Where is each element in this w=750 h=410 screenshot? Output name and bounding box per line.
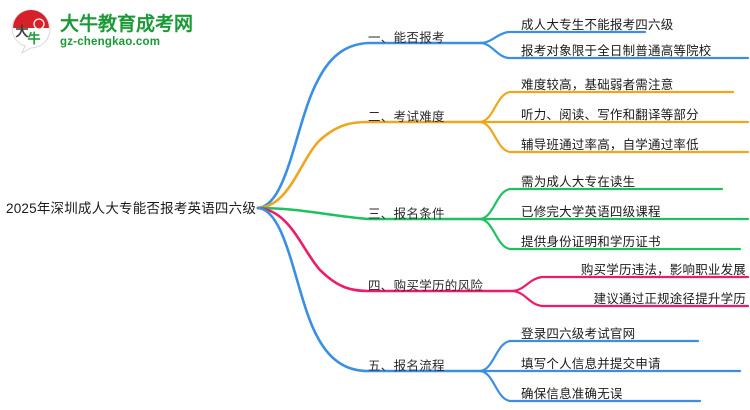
leaf-label-3-1[interactable]: 需为成人大专在读生 xyxy=(521,175,636,189)
branch-1-child-2-connector xyxy=(478,41,750,60)
logo-mark-icon: 大 牛 xyxy=(8,9,54,55)
branch-2-trunk xyxy=(256,120,482,210)
leaf-label-5-2[interactable]: 填写个人信息并提交申请 xyxy=(521,357,661,371)
branch-2-child-3-connector xyxy=(478,120,750,154)
central-topic[interactable]: 2025年深圳成人大专能否报考英语四六级 xyxy=(6,201,257,216)
logo-website: gz-chengkao.com xyxy=(60,36,161,49)
leaf-label-2-1[interactable]: 难度较高，基础弱者需注意 xyxy=(521,78,674,92)
branch-5-child-3-connector xyxy=(478,369,702,403)
branch-label-2[interactable]: 二、考试难度 xyxy=(368,110,445,124)
branch-3-trunk xyxy=(256,206,482,221)
logo-title: 大牛教育成考网 xyxy=(60,14,194,36)
leaf-label-3-2[interactable]: 已修完大学英语四级课程 xyxy=(521,205,661,219)
leaf-label-1-2[interactable]: 报考对象限于全日制普通高等院校 xyxy=(521,44,712,58)
branch-3-child-3-connector xyxy=(478,217,742,251)
branch-label-3[interactable]: 三、报名条件 xyxy=(368,207,445,221)
branch-1-trunk xyxy=(256,41,482,210)
branch-3-child-1-connector xyxy=(478,187,724,221)
branch-label-4[interactable]: 四、购买学历的风险 xyxy=(368,279,484,293)
branch-5-child-1-connector xyxy=(478,339,700,373)
leaf-label-2-3[interactable]: 辅导班通过率高，自学通过率低 xyxy=(521,138,699,152)
leaf-label-5-3[interactable]: 确保信息准确无误 xyxy=(521,387,623,401)
leaf-label-3-3[interactable]: 提供身份证明和学历证书 xyxy=(521,235,661,249)
leaf-label-4-2[interactable]: 建议通过正规途径提升学历 xyxy=(593,292,746,306)
site-logo[interactable]: 大 牛 大牛教育成考网 gz-chengkao.com xyxy=(8,6,208,58)
branch-label-5[interactable]: 五、报名流程 xyxy=(368,359,445,373)
branch-5-trunk xyxy=(256,206,482,373)
branch-2-child-1-connector xyxy=(478,90,735,124)
branch-4-child-1-connector xyxy=(510,275,750,293)
leaf-label-1-1[interactable]: 成人大专生不能报考四六级 xyxy=(521,18,674,32)
svg-text:牛: 牛 xyxy=(27,31,40,46)
branch-connectors xyxy=(256,30,750,403)
leaf-label-5-1[interactable]: 登录四六级考试官网 xyxy=(521,327,636,341)
branch-label-1[interactable]: 一、能否报考 xyxy=(368,31,445,45)
leaf-label-4-1[interactable]: 购买学历违法，影响职业发展 xyxy=(580,263,746,277)
leaf-label-2-2[interactable]: 听力、阅读、写作和翻译等部分 xyxy=(521,108,699,122)
branch-4-child-2-connector xyxy=(510,289,750,308)
branch-4-trunk xyxy=(256,206,514,293)
svg-text:大: 大 xyxy=(15,24,28,39)
